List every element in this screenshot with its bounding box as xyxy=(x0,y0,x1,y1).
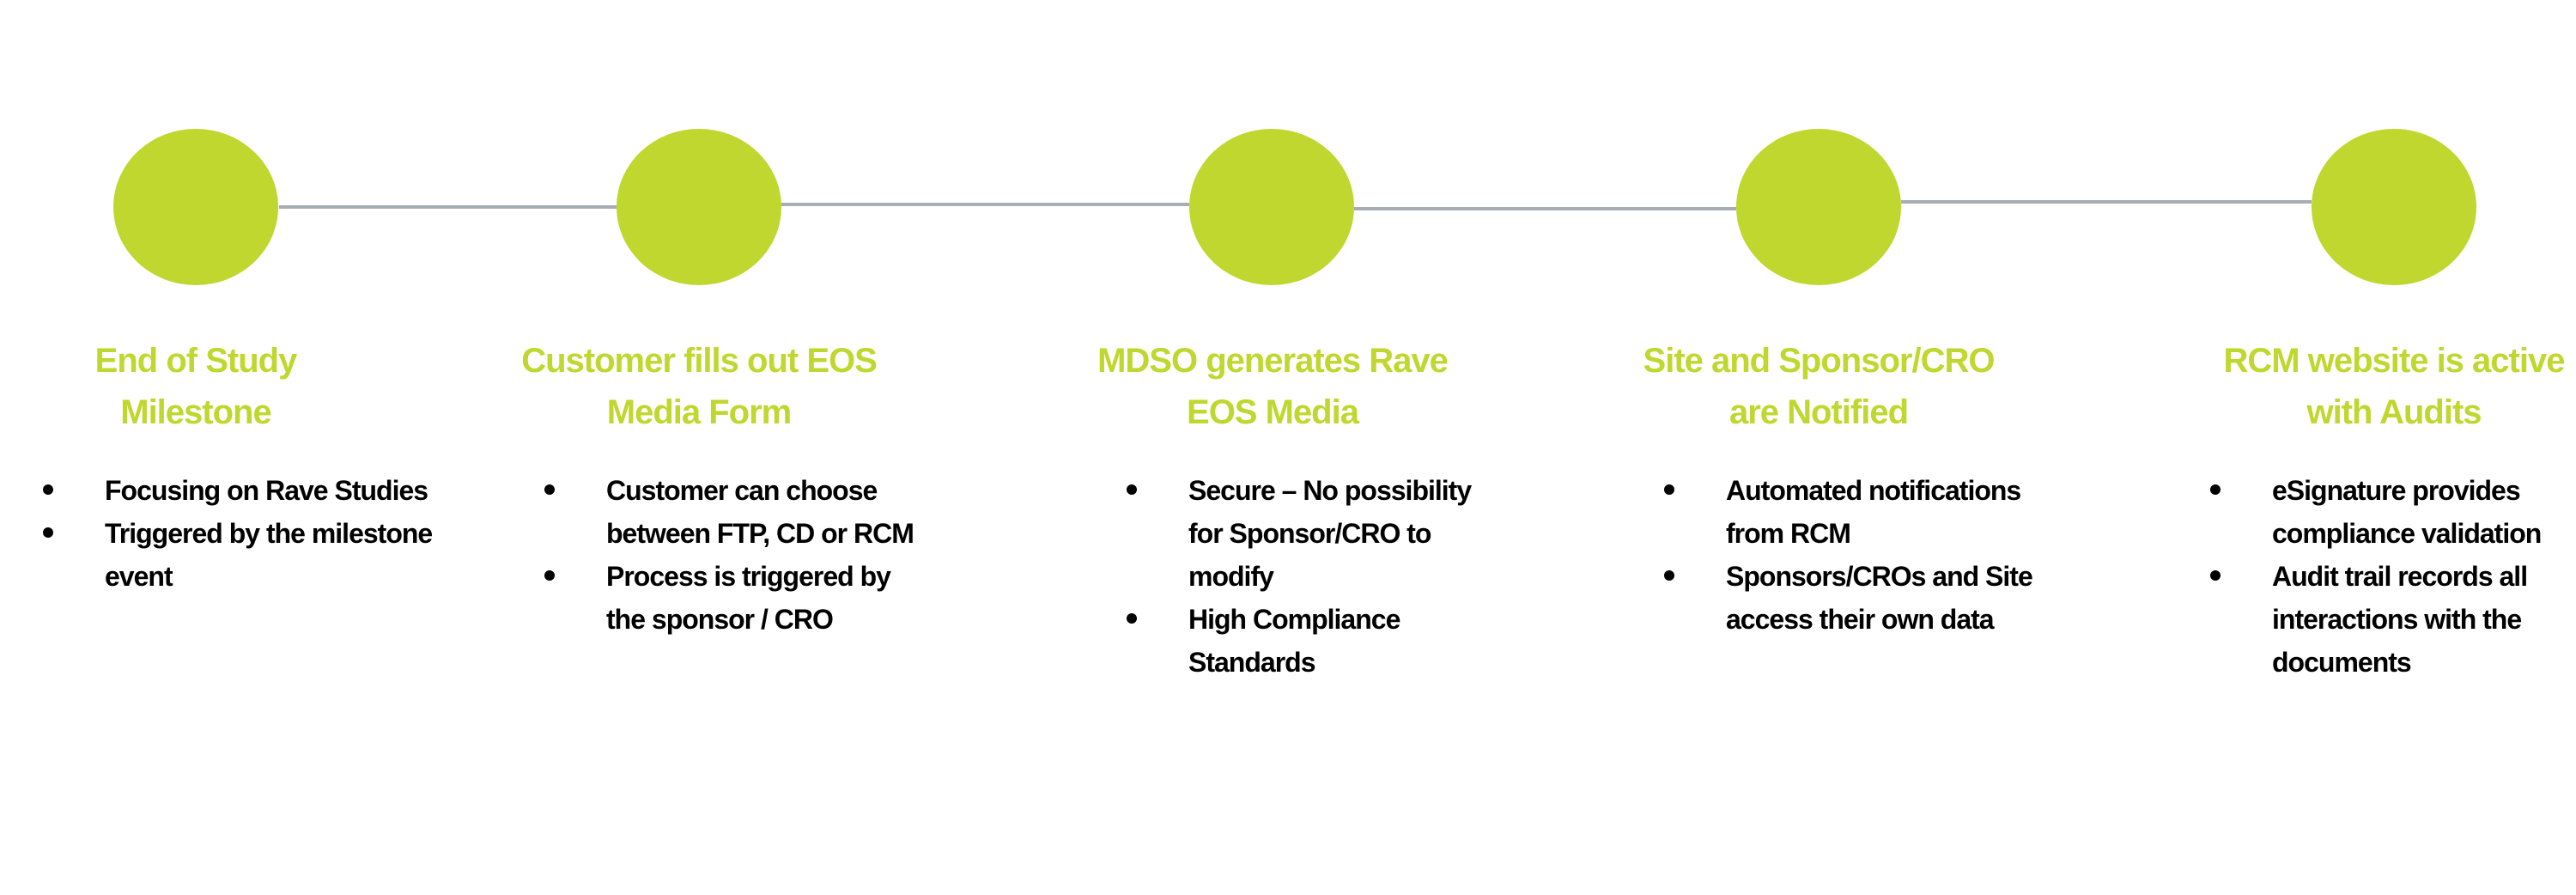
milestone-node-1 xyxy=(113,129,278,285)
step-3: MDSO generates Rave EOS Media Secure – N… xyxy=(1082,335,1472,678)
step-4-bullet-1-line-2: from RCM xyxy=(1726,518,1851,549)
step-2-bullet-1-line-1: Customer can choose xyxy=(606,475,878,506)
step-5-bullet-1: eSignature provides compliance validatio… xyxy=(2208,469,2542,555)
milestone-node-5 xyxy=(2312,129,2476,285)
step-5-bullet-2-line-2: interactions with the xyxy=(2272,604,2522,635)
step-5: RCM website is active with Audits eSigna… xyxy=(2198,335,2576,678)
step-5-bullet-1-line-1: eSignature provides xyxy=(2272,475,2521,506)
step-2: Customer fills out EOS Media Form Custom… xyxy=(515,335,914,635)
step-5-bullet-list: eSignature provides compliance validatio… xyxy=(2208,469,2542,684)
step-1-bullet-2: Triggered by the milestone event xyxy=(41,512,433,598)
step-2-bullet-1-line-2: between FTP, CD or RCM xyxy=(606,518,914,549)
step-5-title-line-2: with Audits xyxy=(2306,393,2482,431)
step-4-bullet-list: Automated notifications from RCM Sponsor… xyxy=(1662,469,2033,641)
step-4-bullet-2-line-1: Sponsors/CROs and Site xyxy=(1726,561,2033,592)
step-1-bullet-1: Focusing on Rave Studies xyxy=(41,469,432,512)
step-1-title: End of Study Milestone xyxy=(39,335,353,438)
step-5-bullet-2: Audit trail records all interactions wit… xyxy=(2208,555,2541,684)
step-3-bullet-1-line-3: modify xyxy=(1188,561,1274,592)
step-5-bullet-2-line-1: Audit trail records all xyxy=(2272,561,2528,592)
step-1-bullet-2-line-1: Triggered by the milestone xyxy=(105,518,433,549)
step-3-bullet-1: Secure – No possibility for Sponsor/CRO … xyxy=(1125,469,1472,598)
milestone-node-2 xyxy=(617,129,781,285)
step-1-title-line-2: Milestone xyxy=(120,393,271,431)
step-4-title-line-2: are Notified xyxy=(1728,393,1909,431)
step-4-bullet-1-line-1: Automated notifications xyxy=(1726,475,2021,506)
step-2-bullet-2-line-1: Process is triggered by xyxy=(606,561,891,592)
step-2-bullet-2-line-2: the sponsor / CRO xyxy=(606,604,834,635)
milestone-node-3 xyxy=(1189,129,1354,285)
milestone-node-4 xyxy=(1736,129,1901,285)
step-2-bullet-2: Process is triggered by the sponsor / CR… xyxy=(543,555,914,641)
step-3-title-line-2: EOS Media xyxy=(1187,393,1359,431)
step-3-bullet-2: High Compliance Standards xyxy=(1125,598,1471,684)
step-3-title-line-1: MDSO generates Rave xyxy=(1097,342,1449,380)
step-3-title: MDSO generates Rave EOS Media xyxy=(1082,335,1463,438)
step-4-title-line-1: Site and Sponsor/CRO xyxy=(1643,342,1996,380)
step-4-bullet-2-line-2: access their own data xyxy=(1726,604,1995,635)
step-2-title-line-2: Media Form xyxy=(606,393,792,431)
step-3-bullet-list: Secure – No possibility for Sponsor/CRO … xyxy=(1125,469,1472,684)
step-2-title-line-1: Customer fills out EOS xyxy=(521,342,878,380)
step-2-bullet-list: Customer can choose between FTP, CD or R… xyxy=(543,469,914,641)
step-3-bullet-1-line-1: Secure – No possibility xyxy=(1188,475,1472,506)
step-4-bullet-1: Automated notifications from RCM xyxy=(1662,469,2032,555)
step-5-title-line-1: RCM website is active xyxy=(2223,342,2566,380)
step-5-bullet-1-line-2: compliance validation xyxy=(2272,518,2542,549)
step-1-title-line-1: End of Study xyxy=(94,342,298,380)
step-2-bullet-1: Customer can choose between FTP, CD or R… xyxy=(543,469,914,555)
step-3-bullet-2-line-2: Standards xyxy=(1188,647,1315,678)
step-4: Site and Sponsor/CRO are Notified Automa… xyxy=(1623,335,2033,635)
step-5-bullet-2-line-3: documents xyxy=(2272,647,2412,678)
step-3-bullet-1-line-2: for Sponsor/CRO to xyxy=(1188,518,1431,549)
step-4-title: Site and Sponsor/CRO are Notified xyxy=(1623,335,2014,438)
step-4-bullet-2: Sponsors/CROs and Site access their own … xyxy=(1662,555,2033,641)
step-1-bullet-list: Focusing on Rave Studies Triggered by th… xyxy=(41,469,433,598)
step-5-title: RCM website is active with Audits xyxy=(2198,335,2576,438)
step-3-bullet-2-line-1: High Compliance xyxy=(1188,604,1400,635)
step-2-title: Customer fills out EOS Media Form xyxy=(515,335,883,438)
step-1-bullet-2-line-2: event xyxy=(105,561,173,592)
step-1-bullet-1-line-1: Focusing on Rave Studies xyxy=(105,475,428,506)
step-1: End of Study Milestone Focusing on Rave … xyxy=(39,335,433,592)
